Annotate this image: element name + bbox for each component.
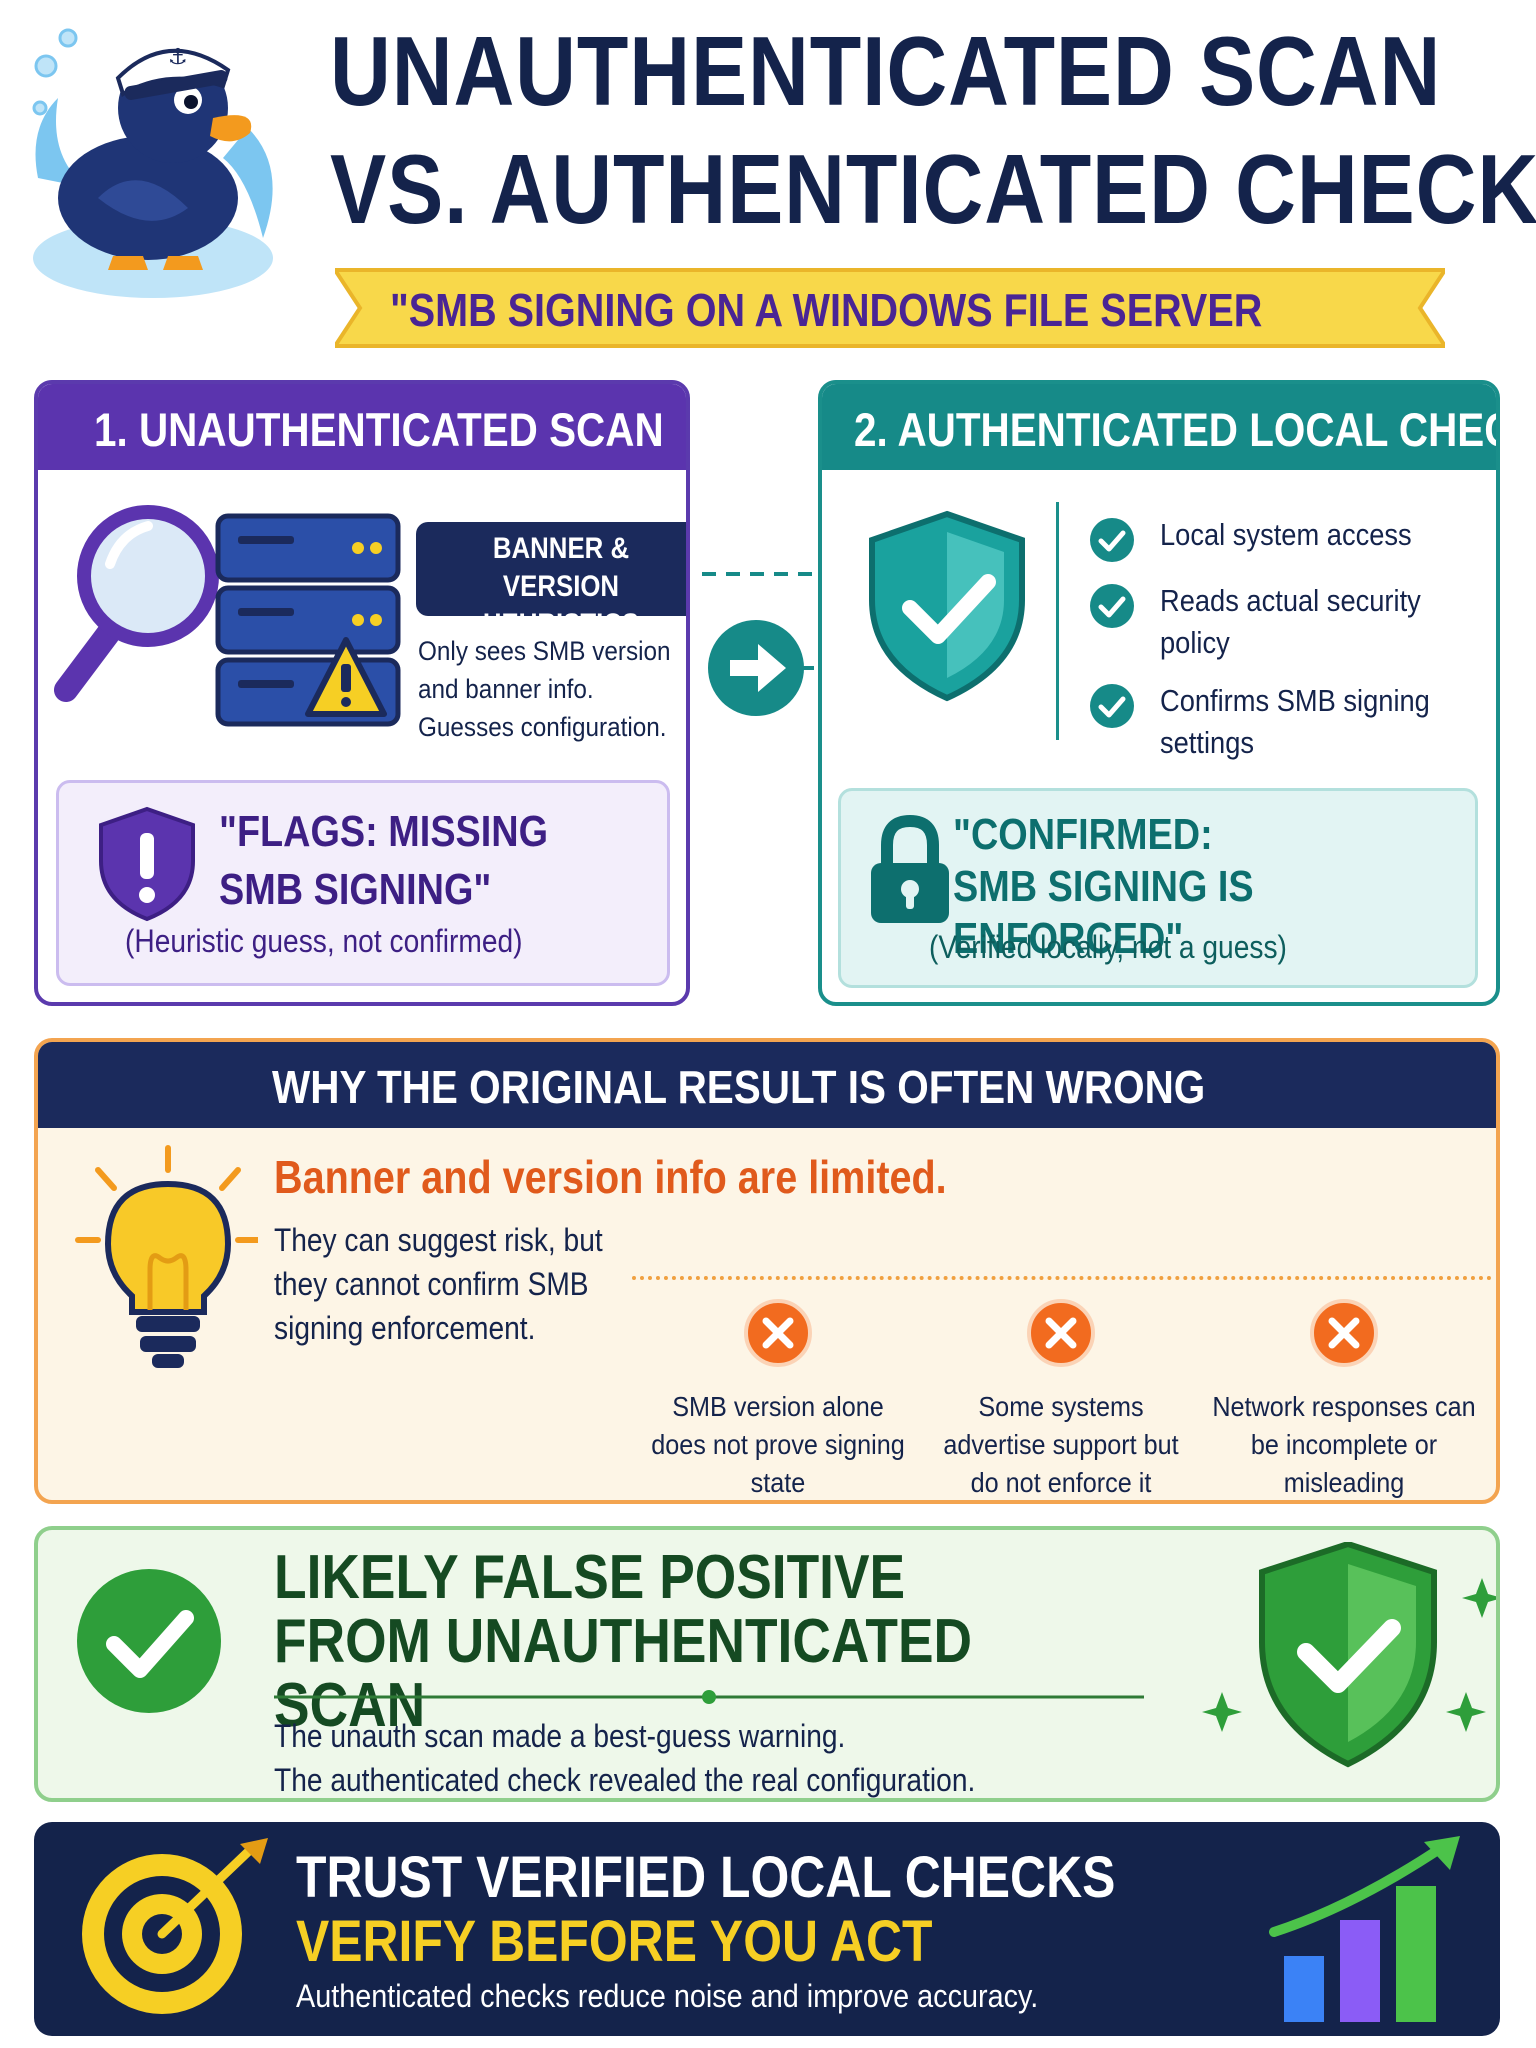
dotted-divider — [632, 1276, 1492, 1280]
panel-title: WHY THE ORIGINAL RESULT IS OFTEN WRONG — [272, 1061, 1206, 1113]
takeaway-line-1: TRUST VERIFIED LOCAL CHECKS — [296, 1845, 1116, 1910]
reason-item: Some systems advertise support but do no… — [931, 1298, 1191, 1498]
check-item: Confirms SMB signing settings — [1088, 680, 1468, 770]
flag-result-note: (Heuristic guess, not confirmed) — [125, 923, 523, 959]
check-shield-icon — [1202, 1542, 1496, 1768]
takeaway-line-2: VERIFY BEFORE YOU ACT — [296, 1909, 933, 1974]
lock-icon — [871, 814, 949, 923]
check-item-label: Reads actual security policy — [1160, 583, 1421, 660]
server-warning-icon — [215, 513, 401, 727]
sailor-duck-mascot-icon: ⚓ — [32, 28, 273, 298]
takeaway-body: Authenticated checks reduce noise and im… — [296, 1978, 1039, 2014]
verdict-body-line: The unauth scan made a best-guess warnin… — [274, 1718, 846, 1754]
panel-title: 1. UNAUTHENTICATED SCAN — [94, 403, 664, 456]
heuristics-description: Only sees SMB version and banner info. G… — [418, 636, 671, 742]
target-icon — [82, 1838, 268, 2014]
x-circle-icon — [744, 1299, 812, 1367]
verdict-body-line: The authenticated check revealed the rea… — [274, 1762, 976, 1798]
check-circle-icon — [1090, 684, 1134, 728]
flag-result-title: "FLAGS: MISSING SMB SIGNING" — [219, 807, 549, 914]
takeaway-panel: TRUST VERIFIED LOCAL CHECKS VERIFY BEFOR… — [34, 1822, 1500, 2036]
reason-item: Network responses can be incomplete or m… — [1212, 1298, 1476, 1498]
check-circle-icon — [1090, 584, 1134, 628]
x-circle-icon — [1027, 1299, 1095, 1367]
check-item: Local system access — [1088, 514, 1468, 564]
reason-text: Network responses can be incomplete or m… — [1212, 1391, 1476, 1498]
confirm-result-box: "CONFIRMED: SMB SIGNING IS ENFORCED" (Ve… — [838, 788, 1478, 988]
flag-result-box: "FLAGS: MISSING SMB SIGNING" (Heuristic … — [56, 780, 670, 986]
panel-header — [822, 384, 1496, 470]
confirm-result-title: "CONFIRMED: SMB SIGNING IS ENFORCED" — [953, 810, 1254, 963]
page-title-line-1: UNAUTHENTICATED SCAN — [330, 16, 1442, 126]
why-wrong-panel: WHY THE ORIGINAL RESULT IS OFTEN WRONG B… — [34, 1038, 1500, 1504]
verdict-panel: LIKELY FALSE POSITIVE FROM UNAUTHENTICAT… — [34, 1526, 1500, 1802]
panel-title: 2. AUTHENTICATED LOCAL CHECK — [854, 403, 1500, 456]
reason-item: SMB version alone does not prove signing… — [648, 1298, 908, 1498]
reason-text: SMB version alone does not prove signing… — [651, 1391, 905, 1498]
why-body: They can suggest risk, but they cannot c… — [274, 1222, 603, 1346]
subtitle-ribbon — [335, 268, 1445, 348]
svg-text:⚓: ⚓ — [168, 45, 188, 70]
panel-header — [38, 384, 686, 470]
unauthenticated-scan-panel: 1. UNAUTHENTICATED SCAN BANNER & VERSION… — [34, 380, 690, 1006]
page-title-line-2: VS. AUTHENTICATED CHECK — [330, 134, 1536, 244]
check-circle-icon — [1090, 518, 1134, 562]
magnifier-icon — [54, 505, 219, 702]
verdict-rule — [274, 1690, 1144, 1704]
check-shield-icon — [869, 510, 1025, 702]
check-item-label: Local system access — [1160, 517, 1412, 552]
why-subtitle: Banner and version info are limited. — [274, 1151, 947, 1203]
check-item: Reads actual security policy — [1088, 580, 1468, 670]
authenticated-check-panel: 2. AUTHENTICATED LOCAL CHECK Local syste… — [818, 380, 1500, 1006]
divider — [1056, 502, 1059, 740]
confirm-result-note: (Verified locally, not a guess) — [929, 929, 1287, 965]
lightbulb-icon — [75, 1145, 258, 1368]
verdict-body: The unauth scan made a best-guess warnin… — [274, 1714, 1066, 1798]
reason-text: Some systems advertise support but do no… — [943, 1391, 1179, 1498]
heuristics-badge: BANNER & VERSION HEURISTICS — [416, 522, 686, 641]
page-subtitle: "SMB SIGNING ON A WINDOWS FILE SERVER — [390, 284, 1263, 336]
growth-chart-icon — [1269, 1836, 1460, 2022]
check-item-label: Confirms SMB signing settings — [1160, 683, 1430, 760]
heuristics-badge-label: BANNER & VERSION HEURISTICS — [482, 532, 640, 641]
arrow-right-icon — [702, 572, 840, 716]
exclamation-shield-icon — [99, 806, 195, 922]
check-circle-icon — [77, 1569, 221, 1713]
panel-header — [38, 1042, 1496, 1128]
verdict-title: LIKELY FALSE POSITIVE FROM UNAUTHENTICAT… — [274, 1543, 973, 1740]
x-circle-icon — [1310, 1299, 1378, 1367]
